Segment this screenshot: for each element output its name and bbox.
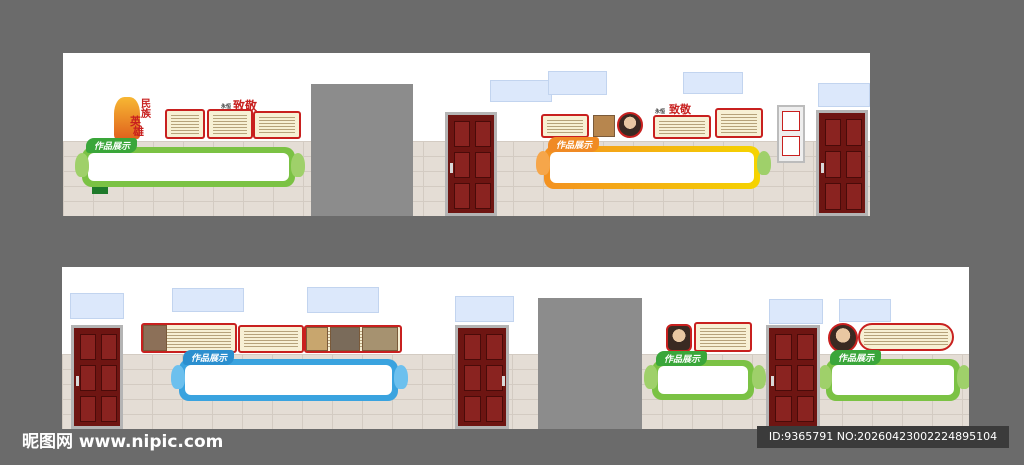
board-tab-label: 作品展示: [548, 137, 600, 152]
watermark-logo-text: 昵图网 www.nipic.com: [22, 432, 224, 452]
window-icon: [818, 83, 870, 107]
board-tab-label: 作品展示: [183, 350, 235, 365]
watermark-id-text: ID:9365791 NO:20260423002224895104: [757, 426, 1009, 448]
info-panel: [653, 115, 711, 139]
board-tab-label: 作品展示: [830, 350, 882, 365]
leaf-ornament-icon: [394, 365, 408, 389]
subtitle-prefix: 永恒: [221, 104, 232, 110]
photo-icon: [593, 115, 615, 137]
subtitle-prefix: 永恒: [655, 109, 666, 115]
info-panel: [253, 111, 301, 139]
door-icon: [71, 325, 123, 429]
door-icon: [766, 325, 820, 429]
doorway-opening: [311, 84, 413, 216]
window-icon: [455, 296, 514, 322]
board-tab-label: 作品展示: [86, 138, 138, 153]
header-title-char: 雄: [133, 125, 144, 138]
display-board: 作品展示: [82, 138, 295, 187]
photo-icon: [143, 325, 167, 351]
header-title-char: 英: [130, 115, 141, 128]
portrait-icon: [828, 323, 858, 353]
window-icon: [769, 299, 823, 324]
notice-board: [777, 105, 805, 163]
leaf-ornament-icon: [757, 151, 771, 175]
leaf-ornament-icon: [75, 153, 89, 177]
top-wall-elevation: 民 族 英 雄 永恒 致敬 永恒 致敬 作品展示 作品展示: [63, 53, 870, 216]
window-icon: [70, 293, 124, 319]
photo-icon: [362, 327, 398, 351]
window-icon: [683, 72, 743, 94]
info-panel: [207, 109, 253, 139]
photo-icon: [330, 327, 360, 351]
leaf-ornament-icon: [818, 365, 832, 389]
bottom-wall-elevation: 作品展示 作品展示 作品展示: [62, 267, 969, 429]
display-board: 作品展示: [652, 351, 754, 400]
window-icon: [172, 288, 244, 312]
info-panel: [858, 323, 954, 351]
info-panel: [541, 114, 589, 138]
info-panel: [165, 109, 205, 139]
leaf-ornament-icon: [536, 151, 550, 175]
display-board: 作品展示: [179, 350, 398, 401]
portrait-icon: [617, 112, 643, 138]
leaf-ornament-icon: [957, 365, 969, 389]
subtitle-main: 致敬: [669, 103, 691, 116]
display-board: 作品展示: [544, 137, 760, 189]
doorway-opening: [538, 298, 642, 429]
door-icon: [455, 325, 509, 429]
board-tab-label: 作品展示: [656, 351, 708, 366]
info-panel: [238, 325, 304, 353]
leaf-ornament-icon: [752, 365, 766, 389]
window-icon: [307, 287, 379, 313]
window-icon: [839, 299, 891, 322]
header-title-char: 民: [141, 99, 151, 110]
door-icon: [816, 110, 868, 216]
portrait-icon: [666, 324, 692, 352]
torch-ornament-icon: [114, 97, 140, 139]
window-icon: [490, 80, 552, 102]
info-panel: [715, 108, 763, 138]
door-icon: [445, 112, 497, 216]
header-title-char: 族: [141, 109, 151, 120]
leaf-ornament-icon: [644, 365, 658, 389]
display-board: 作品展示: [826, 350, 960, 401]
leaf-ornament-icon: [171, 365, 185, 389]
window-icon: [548, 71, 607, 95]
photo-icon: [306, 327, 328, 351]
info-panel: [694, 322, 752, 352]
leaf-ornament-icon: [291, 153, 305, 177]
exit-sign: [92, 187, 108, 194]
